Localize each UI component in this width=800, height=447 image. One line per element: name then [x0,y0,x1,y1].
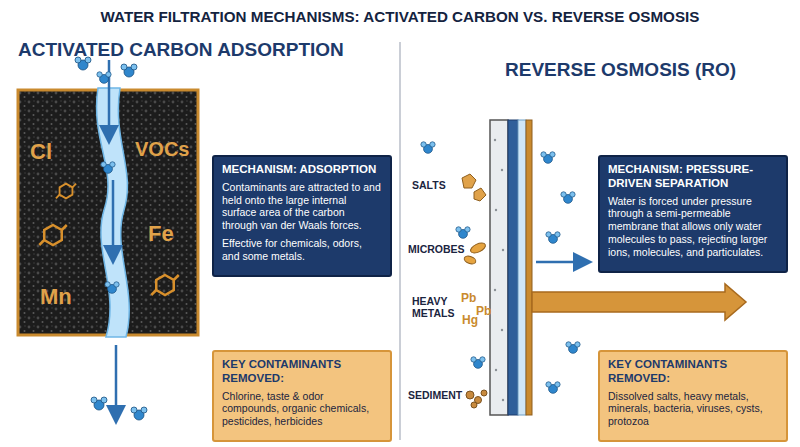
mechanism-box: MECHANISM: PRESSURE-DRIVEN SEPARATION Wat… [598,155,788,273]
box-text: Contaminants are attracted to and held o… [222,181,382,232]
mechanism-box: MECHANISM: ADSORPTION Contaminants are at… [212,155,392,277]
contaminant-label: SALTS [412,180,446,192]
box-heading: MECHANISM: PRESSURE-DRIVEN SEPARATION [608,163,778,191]
element-symbol: Pb [476,305,491,318]
contaminants-box: KEY CONTAMINANTS REMOVED: Chlorine, taste… [212,350,392,442]
section-heading: ACTIVATED CARBON ADSORPTION [18,40,344,61]
box-text: Water is forced under pressure through a… [608,195,778,259]
contaminant-symbol: VOCs [135,138,189,160]
contaminants-box: KEY CONTAMINANTS REMOVED: Dissolved salts… [598,350,788,442]
box-heading: KEY CONTAMINANTS REMOVED: [608,358,778,386]
contaminant-label: HEAVY METALS [412,296,458,319]
diagram-title: WATER FILTRATION MECHANISMS: ACTIVATED C… [0,8,800,25]
element-symbol: Hg [462,314,478,327]
box-text: Chlorine, taste & odor compounds, organi… [222,390,382,428]
box-text: Dissolved salts, heavy metals, minerals,… [608,390,778,428]
contaminant-label: SEDIMENT [408,390,462,402]
element-symbol: Pb [461,292,476,305]
contaminant-symbol: Cl [30,140,52,164]
box-heading: KEY CONTAMINANTS REMOVED: [222,358,382,386]
contaminant-symbol: Fe [148,222,174,246]
contaminant-label: MICROBES [408,244,465,256]
contaminant-symbol: Mn [40,285,72,309]
box-text: Effective for chemicals, odors, and some… [222,237,382,263]
section-heading: REVERSE OSMOSIS (RO) [505,60,736,81]
box-heading: MECHANISM: ADSORPTION [222,163,382,177]
